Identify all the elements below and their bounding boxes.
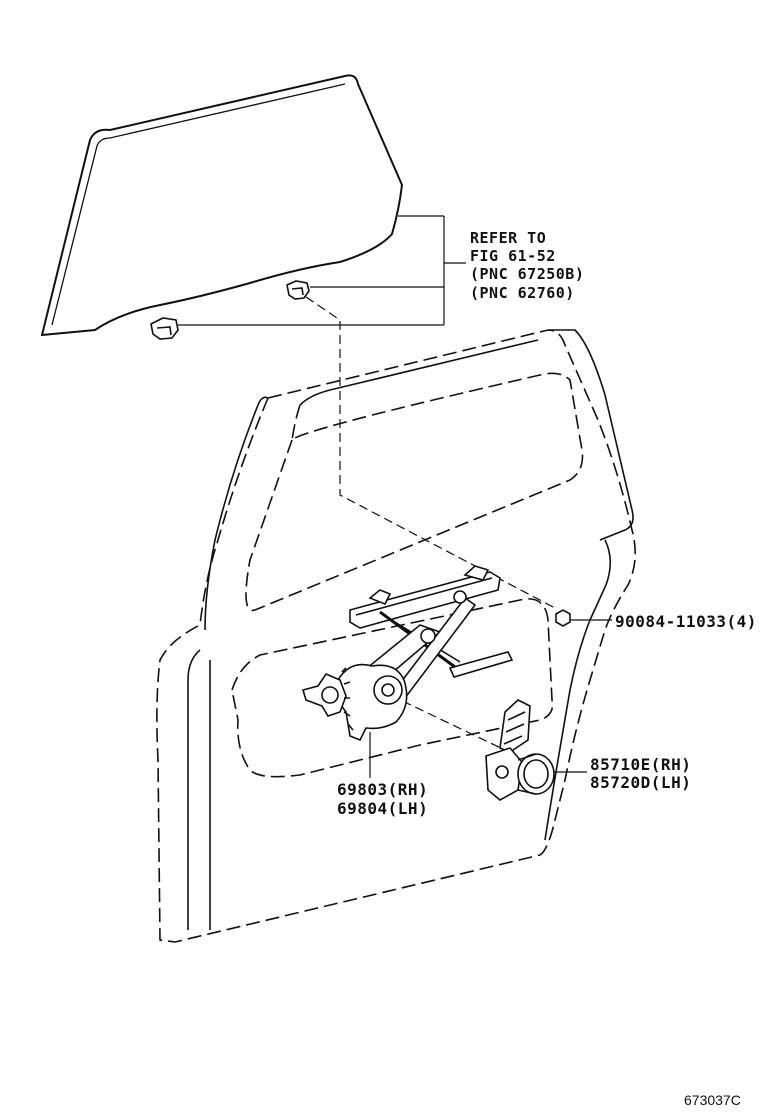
refer-pnc-2-label: (PNC 62760) — [470, 284, 575, 302]
refer-fig-label: FIG 61-52 — [470, 247, 556, 265]
motor-rh-part-number: 85710E(RH) — [590, 755, 692, 774]
refer-to-label: REFER TO — [470, 229, 547, 247]
regulator-motor — [486, 700, 554, 800]
figure-id: 673037C — [684, 1092, 741, 1108]
bolt-part-qty: (4) — [726, 612, 757, 631]
bolt-part-code: 90084-11033 — [615, 612, 727, 631]
refer-bracket — [178, 216, 466, 325]
bolt-part-number: 90084-11033(4) — [615, 612, 757, 631]
door-glass — [42, 75, 402, 335]
glass-clip-upper — [287, 281, 309, 299]
door-outline — [157, 330, 635, 942]
bolt-90084 — [556, 610, 570, 626]
refer-pnc-1-label: (PNC 67250B) — [470, 265, 585, 283]
glass-clip-lower — [151, 318, 178, 339]
regulator-lh-part-number: 69804(LH) — [337, 799, 429, 818]
door-panel-edges — [188, 330, 633, 930]
leader-solid — [370, 620, 612, 778]
motor-lh-part-number: 85720D(LH) — [590, 773, 692, 792]
leader-dashed — [306, 297, 555, 750]
window-regulator — [303, 566, 512, 740]
regulator-rh-part-number: 69803(RH) — [337, 780, 429, 799]
